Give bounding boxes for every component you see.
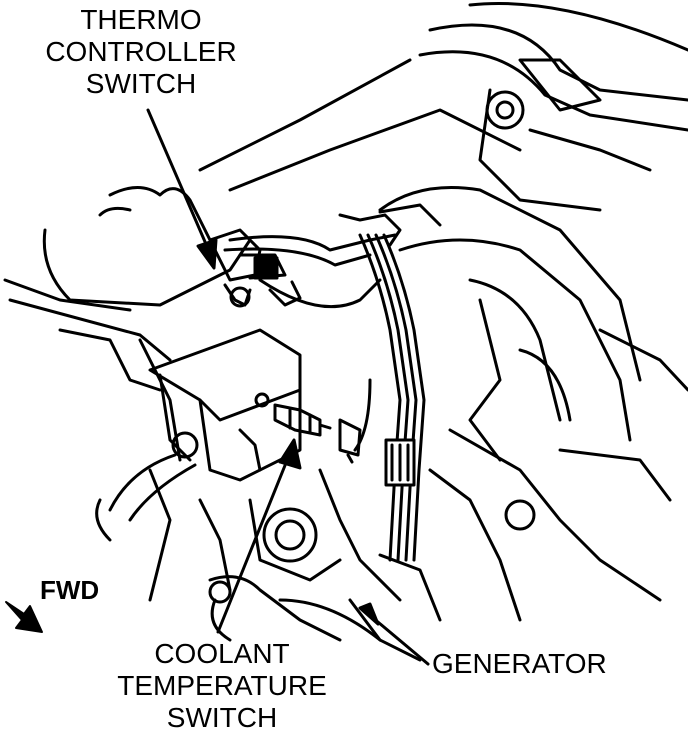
- coolant-label-line-3: SWITCH: [166, 702, 278, 733]
- coolant-switch-leader: [216, 446, 294, 634]
- fwd-label: FWD: [40, 575, 100, 605]
- thermo-controller-switch-assembly: [208, 203, 442, 309]
- lower-engine: [95, 468, 422, 662]
- generator-arrowhead: [358, 602, 380, 626]
- thermo-label-line-1: THERMO: [80, 4, 202, 35]
- thermo-switch-arrowhead: [196, 238, 218, 270]
- coolant-temperature-switch-part: [254, 392, 362, 464]
- upper-hose: [418, 2, 688, 212]
- leader-lines: [146, 108, 430, 666]
- fwd-arrow-icon: [5, 601, 43, 633]
- thermo-label-line-2: CONTROLLER: [45, 36, 237, 67]
- thermo-label-line-3: SWITCH: [85, 68, 197, 99]
- coolant-temperature-switch-label: COOLANT TEMPERATURE SWITCH: [112, 638, 332, 734]
- generator-label: GENERATOR: [432, 648, 607, 679]
- coolant-label-line-2: TEMPERATURE: [117, 670, 327, 701]
- coolant-switch-arrowhead: [278, 438, 302, 470]
- engine-block: [3, 58, 522, 462]
- wiring-harness: [353, 233, 442, 622]
- thermostat-housing: [108, 328, 302, 522]
- thermo-switch-leader: [146, 108, 214, 260]
- intake-manifold: [378, 186, 688, 622]
- thermo-controller-switch-label: THERMO CONTROLLER SWITCH: [36, 4, 246, 100]
- coolant-label-line-1: COOLANT: [154, 638, 290, 669]
